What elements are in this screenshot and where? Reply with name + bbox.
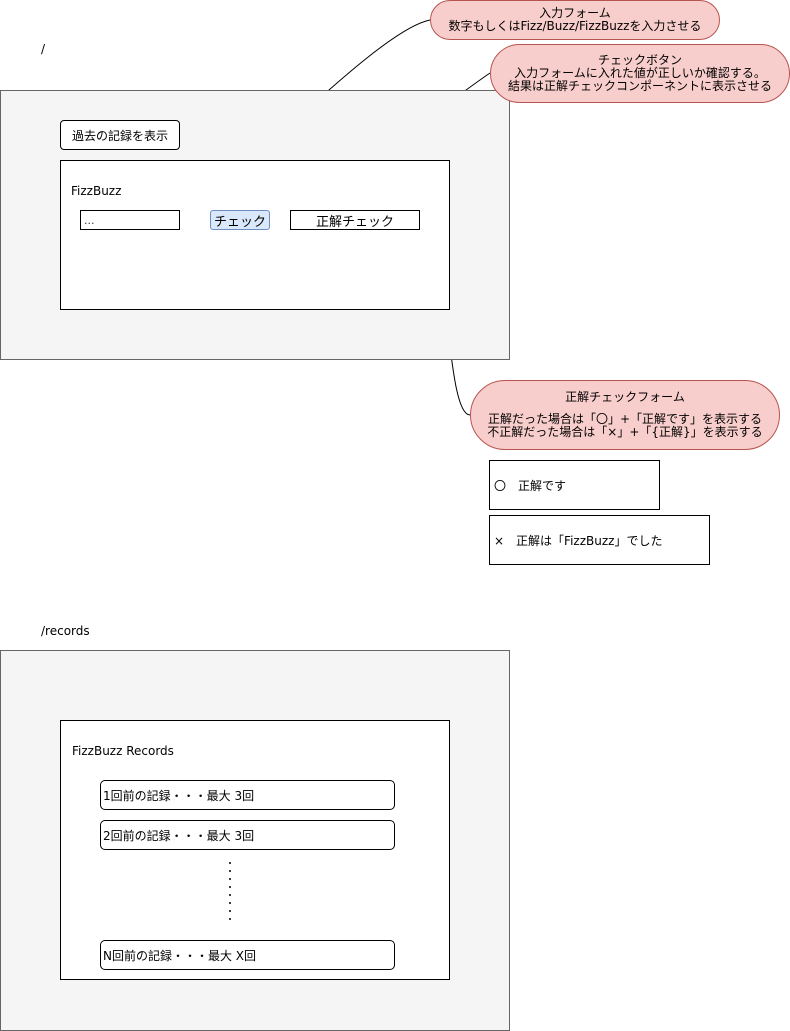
- answer-input[interactable]: ...: [80, 210, 180, 230]
- record-item-1[interactable]: 1回前の記録・・・最大 3回: [100, 780, 395, 810]
- record-item-2[interactable]: 2回前の記録・・・最大 3回: [100, 820, 395, 850]
- callout-input-form: 入力フォーム 数字もしくはFizz/Buzz/FizzBuzzを入力させる: [430, 0, 720, 40]
- route-label-records: /records: [41, 624, 90, 638]
- fizzbuzz-card: [60, 160, 450, 310]
- result-incorrect: × 正解は「FizzBuzz」でした: [489, 515, 710, 565]
- result-correct: 〇 正解です: [489, 460, 660, 510]
- callout-check-button-title: チェックボタン: [597, 53, 682, 67]
- callout-answer-form-title: 正解チェックフォーム: [565, 390, 685, 404]
- records-title: FizzBuzz Records: [72, 744, 174, 758]
- callout-answer-form-line2: 不正解だった場合は「×」+「{正解}」を表示する: [487, 425, 763, 439]
- record-item-n[interactable]: N回前の記録・・・最大 X回: [100, 940, 395, 970]
- route-label-top: /: [41, 42, 46, 56]
- app-title: FizzBuzz: [71, 184, 122, 198]
- callout-input-form-title: 入力フォーム: [539, 6, 611, 20]
- callout-answer-form-line1: 正解だった場合は「〇」+「正解です」を表示する: [487, 412, 763, 426]
- answer-check-display: 正解チェック: [290, 210, 420, 230]
- records-card: [60, 720, 450, 980]
- callout-answer-form: 正解チェックフォーム 正解だった場合は「〇」+「正解です」を表示する 不正解だっ…: [470, 380, 780, 450]
- callout-check-button-line1: 入力フォームに入れた値が正しいか確認する。: [514, 66, 766, 80]
- callout-check-button-line2: 結果は正解チェックコンポーネントに表示させる: [507, 79, 772, 93]
- callout-check-button: チェックボタン 入力フォームに入れた値が正しいか確認する。 結果は正解チェックコ…: [490, 44, 790, 103]
- callout-input-form-line1: 数字もしくはFizz/Buzz/FizzBuzzを入力させる: [448, 19, 702, 33]
- history-button[interactable]: 過去の記録を表示: [60, 120, 180, 150]
- check-button[interactable]: チェック: [210, 210, 270, 230]
